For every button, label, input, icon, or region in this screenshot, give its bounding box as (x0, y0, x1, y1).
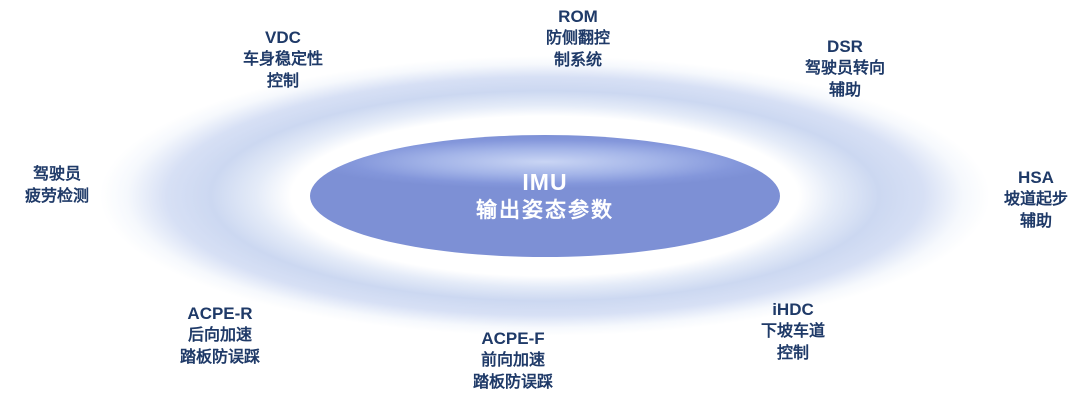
label-acpe-f-line3: 踏板防误踩 (472, 374, 554, 391)
center-ellipse: IMU 输出姿态参数 (310, 135, 780, 257)
label-ihdc: iHDC 下坡车道 控制 (761, 299, 825, 365)
center-subtitle: 输出姿态参数 (476, 199, 614, 222)
label-driver-fatigue-line2: 疲劳检测 (24, 188, 90, 205)
label-acpe-f-acronym: ACPE-F (481, 329, 545, 348)
label-ihdc-acronym: iHDC (772, 300, 814, 319)
label-ihdc-line2: 下坡车道 (760, 323, 826, 340)
label-hsa: HSA 坡道起步 辅助 (1004, 167, 1068, 233)
label-dsr-line2: 驾驶员转向 (804, 60, 886, 77)
label-vdc: VDC 车身稳定性 控制 (243, 27, 323, 93)
center-title: IMU (522, 169, 568, 195)
label-rom-acronym: ROM (558, 7, 598, 26)
label-driver-fatigue-line1: 驾驶员 (32, 166, 82, 183)
label-dsr-line3: 辅助 (828, 82, 862, 99)
label-rom: ROM 防侧翻控 制系统 (546, 6, 610, 72)
label-acpe-r: ACPE-R 后向加速 踏板防误踩 (180, 303, 260, 369)
label-vdc-line2: 车身稳定性 (242, 51, 324, 68)
label-hsa-line2: 坡道起步 (1003, 191, 1069, 208)
label-acpe-f: ACPE-F 前向加速 踏板防误踩 (473, 328, 553, 394)
label-driver-fatigue: 驾驶员 疲劳检测 (25, 164, 89, 208)
label-acpe-f-line2: 前向加速 (480, 352, 546, 369)
label-rom-line3: 制系统 (553, 52, 603, 69)
label-rom-line2: 防侧翻控 (545, 30, 611, 47)
label-vdc-acronym: VDC (265, 28, 301, 47)
label-ihdc-line3: 控制 (776, 345, 810, 362)
label-hsa-acronym: HSA (1018, 168, 1054, 187)
label-dsr-acronym: DSR (827, 37, 863, 56)
label-acpe-r-acronym: ACPE-R (187, 304, 253, 323)
label-dsr: DSR 驾驶员转向 辅助 (805, 36, 885, 102)
label-acpe-r-line3: 踏板防误踩 (179, 349, 261, 366)
label-vdc-line3: 控制 (266, 73, 300, 90)
label-acpe-r-line2: 后向加速 (187, 327, 253, 344)
label-hsa-line3: 辅助 (1019, 213, 1053, 230)
